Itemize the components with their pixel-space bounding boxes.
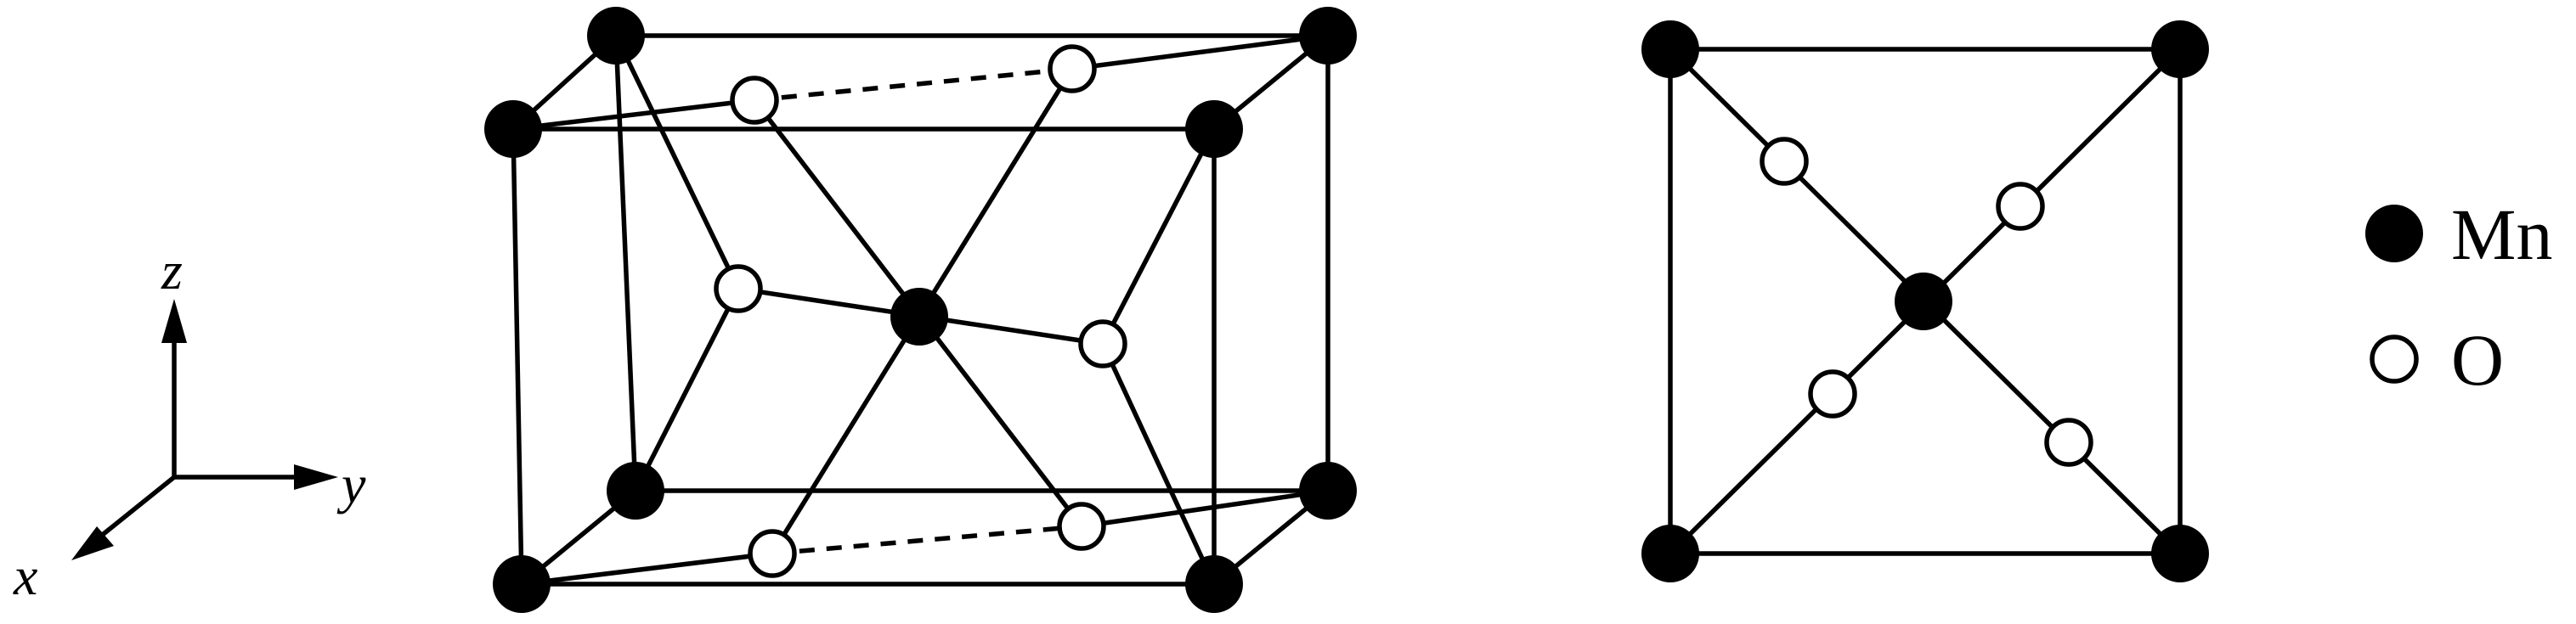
bond-o-left-up	[613, 34, 741, 290]
bond-o-right-down	[1100, 342, 1217, 586]
o-atom	[1048, 44, 1097, 93]
mn-atom	[493, 555, 551, 613]
o-atom	[2044, 418, 2093, 467]
o-atom	[1057, 502, 1106, 551]
mn-atom	[1299, 462, 1357, 520]
bond-top-dashed	[754, 66, 1073, 103]
y-axis-arrowhead	[294, 464, 338, 490]
mn-atom	[484, 100, 542, 158]
z-axis-arrowhead	[161, 299, 187, 343]
coordinate-axes: z y x	[13, 240, 366, 606]
bond-bottom-left	[521, 551, 773, 587]
legend-o-symbol	[2370, 334, 2419, 384]
y-axis-label: y	[336, 454, 366, 514]
unit-cell-projection	[1641, 20, 2209, 582]
o-atom	[1808, 369, 1857, 419]
mn-atom	[2151, 525, 2209, 582]
o-atom	[748, 529, 797, 578]
bond-bottom-dashed	[771, 524, 1082, 556]
o-atom	[1078, 319, 1127, 368]
legend-mn-symbol	[2365, 205, 2423, 262]
mn-atom	[1641, 525, 1699, 582]
projection-square	[1668, 47, 2183, 556]
bond-bottom-right	[1081, 488, 1329, 529]
mn-atom	[1641, 20, 1699, 78]
cell-edge-front-left	[511, 128, 524, 585]
o-atom	[730, 76, 779, 125]
mn-atom-center	[890, 288, 948, 346]
bond-o-right-up	[1100, 127, 1217, 346]
x-axis-line	[90, 475, 176, 546]
bond-top-left	[512, 98, 755, 132]
cell-edge-back-left	[613, 35, 638, 492]
mn-atom-center	[1895, 273, 1952, 330]
mn-atom	[587, 7, 645, 65]
legend-o-label: O	[2451, 319, 2504, 401]
mn-atom	[607, 462, 664, 520]
mn-atom	[2151, 20, 2209, 78]
mn-atom	[1299, 7, 1357, 65]
unit-cell-3d	[484, 7, 1357, 613]
legend: Mn O	[2365, 194, 2552, 401]
x-axis-arrowhead	[71, 526, 114, 560]
x-axis-label: x	[13, 546, 37, 606]
mn-atom	[1185, 555, 1243, 613]
o-atom	[1760, 137, 1809, 186]
o-atom	[1996, 182, 2045, 231]
bond-top-right	[1071, 33, 1329, 71]
o-atom	[714, 264, 763, 313]
bond-o-left-down	[633, 287, 741, 492]
z-axis-label: z	[161, 240, 183, 301]
legend-mn-label: Mn	[2451, 194, 2552, 275]
mn-atom	[1185, 100, 1243, 158]
